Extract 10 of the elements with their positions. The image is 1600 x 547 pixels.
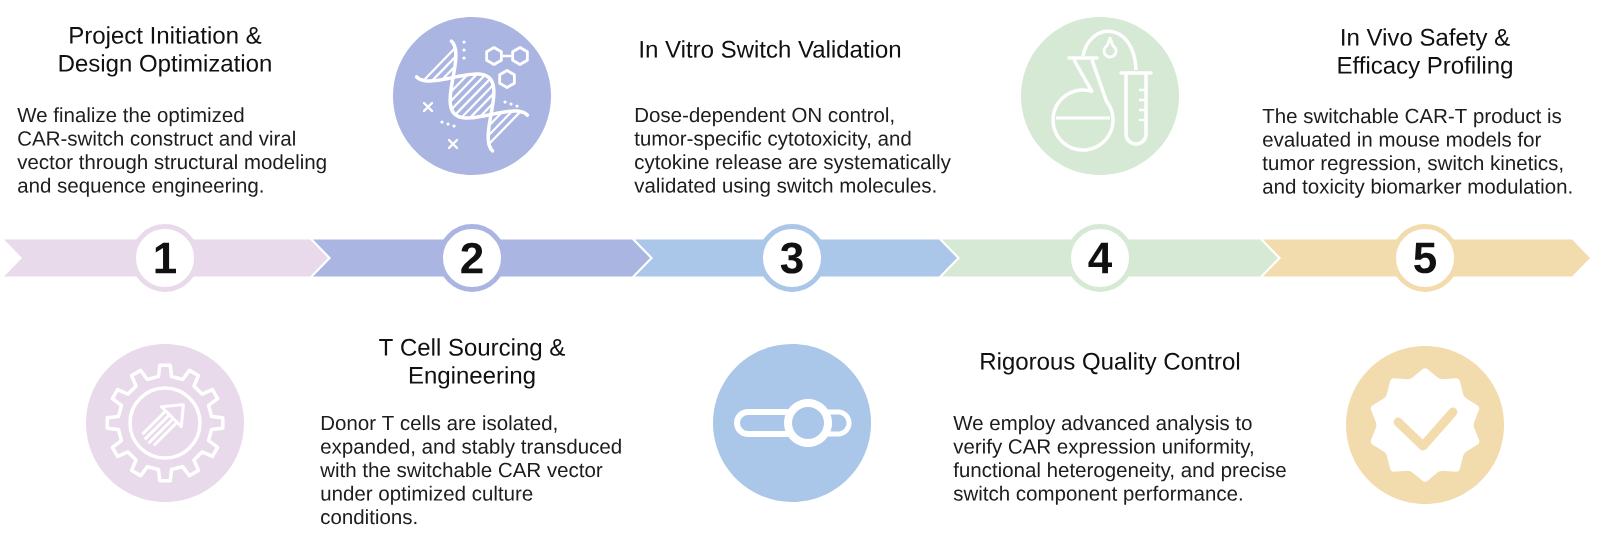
step-description: We finalize the optimized CAR-switch construct and viral vector through structural modeling and sequence engineering. [17, 107, 326, 197]
step-description: We employ advanced analysis to verify CAR expression uniformity, functional heterogeneity, and precise switch component performance. [953, 415, 1286, 505]
step-description: Donor T cells are isolated, expanded, and stably transduced with the switchable CAR vector under optimized culture conditions. [320, 415, 621, 525]
step-heading: Project Initiation & Design Optimization [59, 26, 271, 77]
step-heading: In Vivo Safety & Efficacy Profiling [1338, 28, 1512, 79]
step-heading: Rigorous Quality Control [981, 352, 1240, 375]
step-heading: T Cell Sourcing & Engineering [379, 338, 565, 389]
step-heading: In Vitro Switch Validation [640, 40, 901, 58]
step-description: The switchable CAR-T product is evaluated in mouse models for tumor regression, switch kinetics, and toxicity biomarker modulation. [1262, 108, 1572, 198]
step-description: Dose-dependent ON control, tumor-specific cytotoxicity, and cytokine release are systematically validated using switch molecules. [634, 107, 951, 197]
